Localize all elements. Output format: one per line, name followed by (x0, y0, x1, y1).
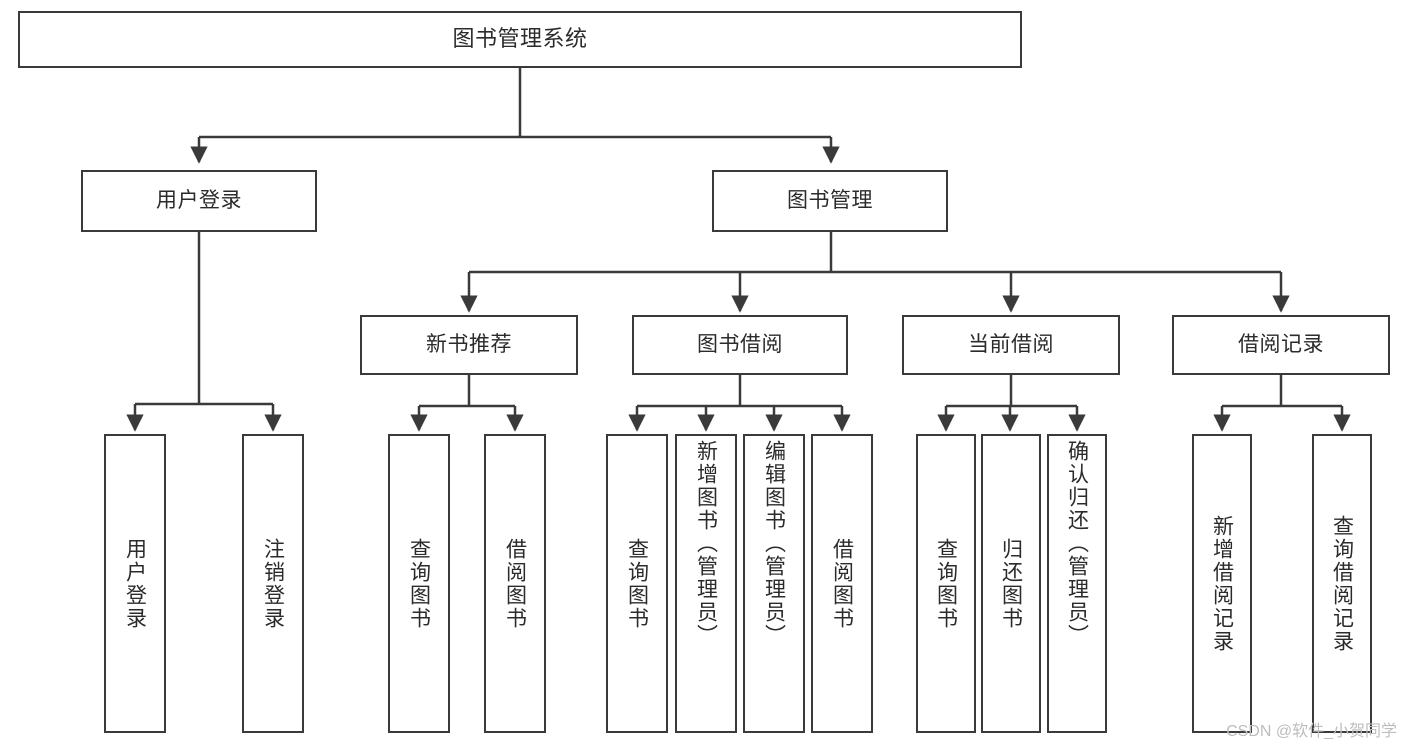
node-label: 图书管理系统 (452, 26, 588, 52)
node-label: 新增图书（管理员） (694, 440, 718, 647)
node-label: 确认归还（管理员） (1065, 440, 1089, 647)
leaf-book-borrow-add-book-admin[interactable]: 新增图书（管理员） (675, 434, 737, 733)
node-book-borrow[interactable]: 图书借阅 (632, 315, 848, 375)
leaf-current-borrow-confirm-return-admin[interactable]: 确认归还（管理员） (1047, 434, 1107, 733)
leaf-book-borrow-query-book[interactable]: 查询图书 (606, 434, 668, 733)
leaf-current-borrow-return-book[interactable]: 归还图书 (981, 434, 1041, 733)
leaf-user-login-logout[interactable]: 注销登录 (242, 434, 304, 733)
node-label: 归还图书 (999, 537, 1023, 630)
node-label: 当前借阅 (968, 333, 1054, 357)
leaf-new-book-query-book[interactable]: 查询图书 (388, 434, 450, 733)
node-label: 新书推荐 (426, 333, 512, 357)
leaf-book-borrow-borrow-book[interactable]: 借阅图书 (811, 434, 873, 733)
leaf-borrow-record-query-record[interactable]: 查询借阅记录 (1312, 434, 1372, 733)
node-current-borrow[interactable]: 当前借阅 (902, 315, 1120, 375)
node-label: 查询借阅记录 (1330, 514, 1354, 653)
node-borrow-record[interactable]: 借阅记录 (1172, 315, 1390, 375)
node-label: 借阅图书 (830, 537, 854, 630)
node-label: 用户登录 (123, 537, 147, 630)
node-book-management[interactable]: 图书管理 (712, 170, 948, 232)
csdn-watermark: CSDN @软件_小贺同学 (1226, 723, 1397, 740)
leaf-book-borrow-edit-book-admin[interactable]: 编辑图书（管理员） (743, 434, 805, 733)
node-label: 图书管理 (787, 189, 873, 213)
leaf-user-login-login[interactable]: 用户登录 (104, 434, 166, 733)
node-label: 编辑图书（管理员） (762, 440, 786, 647)
node-user-login[interactable]: 用户登录 (81, 170, 317, 232)
leaf-new-book-borrow-book[interactable]: 借阅图书 (484, 434, 546, 733)
node-new-book-recommend[interactable]: 新书推荐 (360, 315, 578, 375)
leaf-current-borrow-query-book[interactable]: 查询图书 (916, 434, 976, 733)
node-label: 注销登录 (261, 537, 285, 630)
node-label: 借阅记录 (1238, 333, 1324, 357)
node-label: 图书借阅 (697, 333, 783, 357)
node-label: 查询图书 (625, 537, 649, 630)
node-label: 用户登录 (156, 189, 242, 213)
node-root-system[interactable]: 图书管理系统 (18, 11, 1022, 68)
leaf-borrow-record-add-record[interactable]: 新增借阅记录 (1192, 434, 1252, 733)
node-label: 查询图书 (934, 537, 958, 630)
node-label: 查询图书 (407, 537, 431, 630)
node-label: 新增借阅记录 (1210, 514, 1234, 653)
node-label: 借阅图书 (503, 537, 527, 630)
